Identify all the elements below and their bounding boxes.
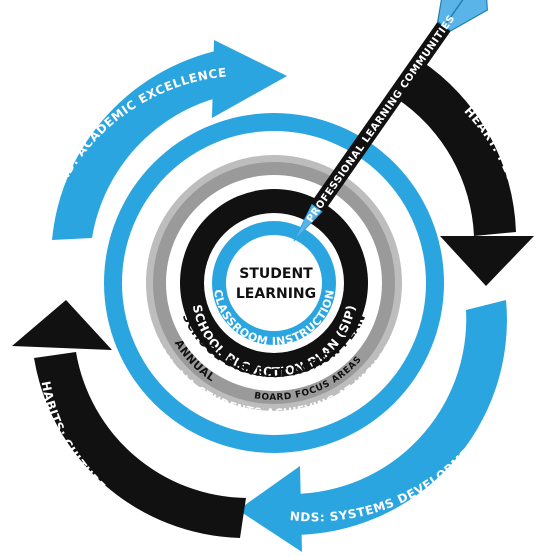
head-arrow [52,40,287,240]
bullseye [226,235,322,331]
center-label-line2: LEARNING [236,286,316,302]
habits-arrow [12,300,246,538]
heart-arrow [396,60,534,286]
center-label-line1: STUDENT [239,266,313,282]
dart-tip [293,203,323,242]
dart-shaft [310,21,451,213]
hands-arrow [238,300,507,552]
dart-fletching [437,0,488,32]
target-rings [104,113,444,453]
